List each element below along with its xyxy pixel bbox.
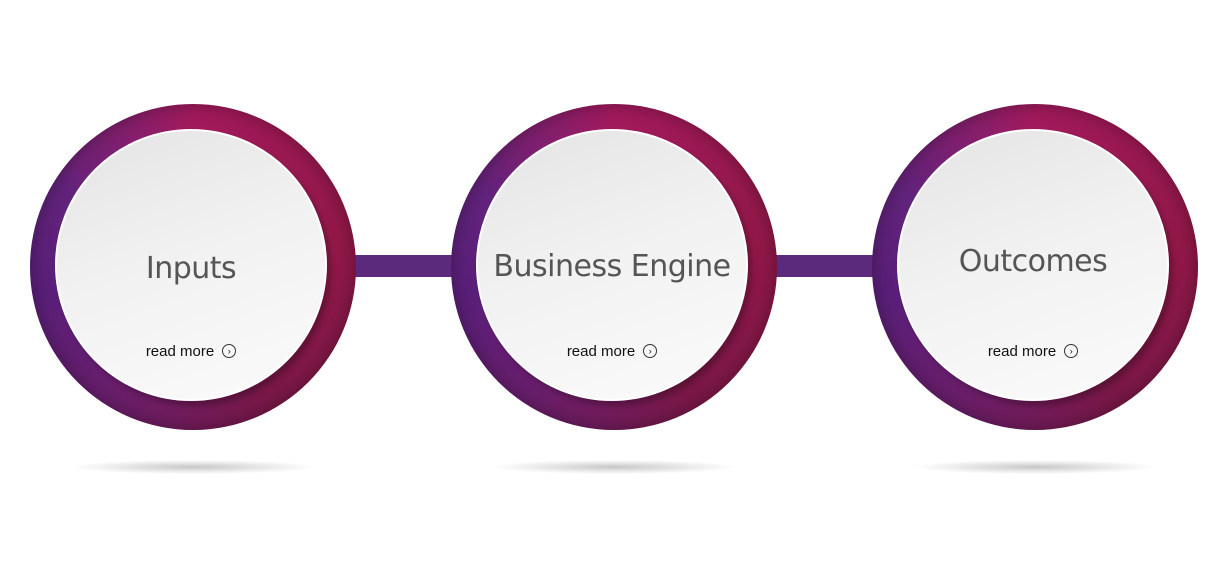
step-outcomes: Outcomes read more › — [872, 104, 1198, 430]
chevron-right-circle-icon: › — [222, 344, 237, 359]
step-inputs: Inputs read more › — [30, 104, 356, 430]
step-shadow — [73, 460, 313, 474]
step-shadow — [915, 460, 1155, 474]
read-more-link[interactable]: read more › — [899, 343, 1167, 360]
step-inner-circle: Business Engine read more › — [476, 129, 748, 401]
step-inner-circle: Inputs read more › — [55, 129, 327, 401]
read-more-label: read more — [987, 343, 1057, 360]
step-title: Inputs — [145, 251, 237, 286]
connector-2-3 — [771, 255, 881, 277]
read-more-label: read more — [145, 343, 215, 360]
step-title: Business Engine — [493, 249, 731, 284]
read-more-link[interactable]: read more › — [57, 343, 325, 360]
read-more-link[interactable]: read more › — [478, 343, 746, 360]
chevron-right-circle-icon: › — [643, 344, 658, 359]
step-inner-circle: Outcomes read more › — [897, 129, 1169, 401]
step-title: Outcomes — [958, 244, 1108, 279]
chevron-right-circle-icon: › — [1064, 344, 1079, 359]
read-more-label: read more — [566, 343, 636, 360]
step-shadow — [494, 460, 734, 474]
step-business-engine: Business Engine read more › — [451, 104, 777, 430]
connector-1-2 — [350, 255, 460, 277]
